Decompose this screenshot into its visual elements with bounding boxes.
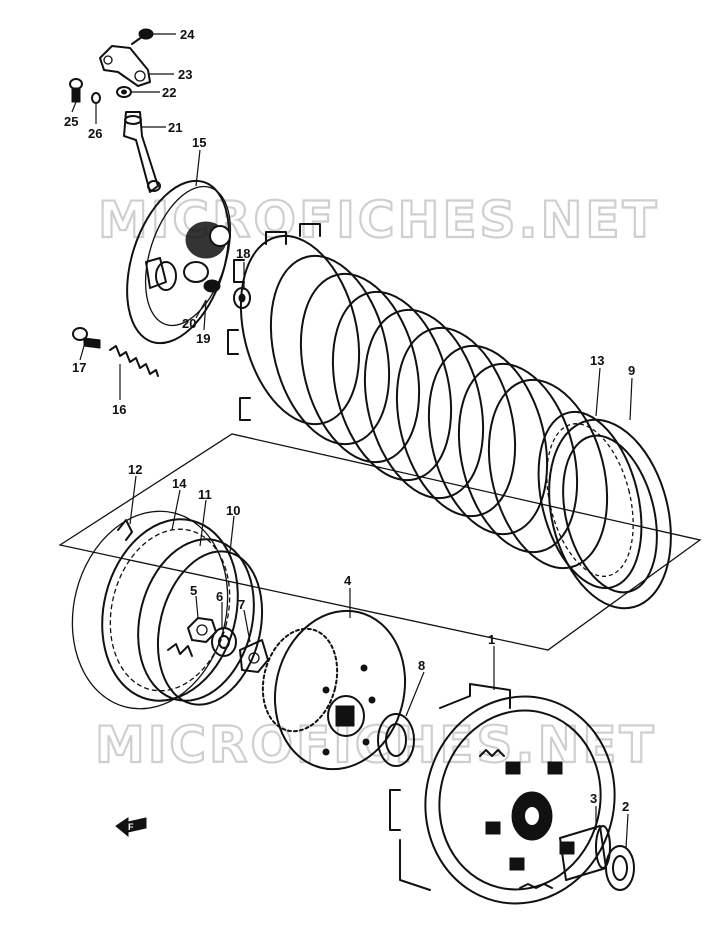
part-10-plate	[156, 550, 264, 706]
watermark-bottom: MICROFICHES.NET	[95, 716, 657, 774]
leader-lines	[71, 33, 633, 849]
callout-6: 6	[216, 589, 223, 604]
part-22-washer	[116, 86, 132, 98]
part-23-lever	[99, 45, 151, 87]
part-17-bolt	[72, 327, 101, 349]
callout-3: 3	[590, 791, 597, 806]
callout-26: 26	[88, 126, 102, 141]
part-26-washer	[91, 92, 101, 104]
part-9-drive-plate	[548, 418, 672, 610]
part-21-rod	[123, 111, 161, 193]
callout-18: 18	[236, 246, 250, 261]
part-8-washer	[377, 713, 415, 767]
part-16-spring	[109, 345, 159, 377]
callout-10: 10	[226, 503, 240, 518]
part-2-washer	[605, 845, 635, 891]
callout-13: 13	[590, 353, 604, 368]
front-arrow: F	[115, 817, 147, 838]
callout-1: 1	[488, 632, 495, 647]
part-25-bolt	[69, 78, 83, 103]
part-4-clutch-hub	[261, 609, 407, 771]
callout-17: 17	[72, 360, 86, 375]
callout-16: 16	[112, 402, 126, 417]
callout-9: 9	[628, 363, 635, 378]
callout-14: 14	[172, 476, 187, 491]
callout-21: 21	[168, 120, 182, 135]
part-7-lock-washer	[239, 639, 269, 673]
callout-19: 19	[196, 331, 210, 346]
part-6-washer	[211, 627, 237, 657]
callout-15: 15	[192, 135, 206, 150]
callout-8: 8	[418, 658, 425, 673]
callout-23: 23	[178, 67, 192, 82]
callout-2: 2	[622, 799, 629, 814]
callout-25: 25	[64, 114, 78, 129]
callout-7: 7	[238, 597, 245, 612]
front-arrow-label: F	[128, 822, 134, 832]
watermark-top: MICROFICHES.NET	[98, 191, 660, 249]
part-24-screw	[131, 28, 154, 45]
callout-12: 12	[128, 462, 142, 477]
callout-11: 11	[198, 487, 212, 502]
clutch-plate-stack	[227, 223, 609, 570]
part-15-pressure-plate	[126, 179, 232, 345]
callout-22: 22	[162, 85, 176, 100]
callout-24: 24	[180, 27, 195, 42]
part-14-plate	[101, 518, 239, 702]
callout-5: 5	[190, 583, 197, 598]
callout-4: 4	[344, 573, 352, 588]
callout-20: 20	[182, 316, 196, 331]
part-11-plate	[137, 538, 255, 702]
part-1-clutch-housing	[389, 683, 616, 905]
plate-stack-frame	[58, 433, 702, 651]
